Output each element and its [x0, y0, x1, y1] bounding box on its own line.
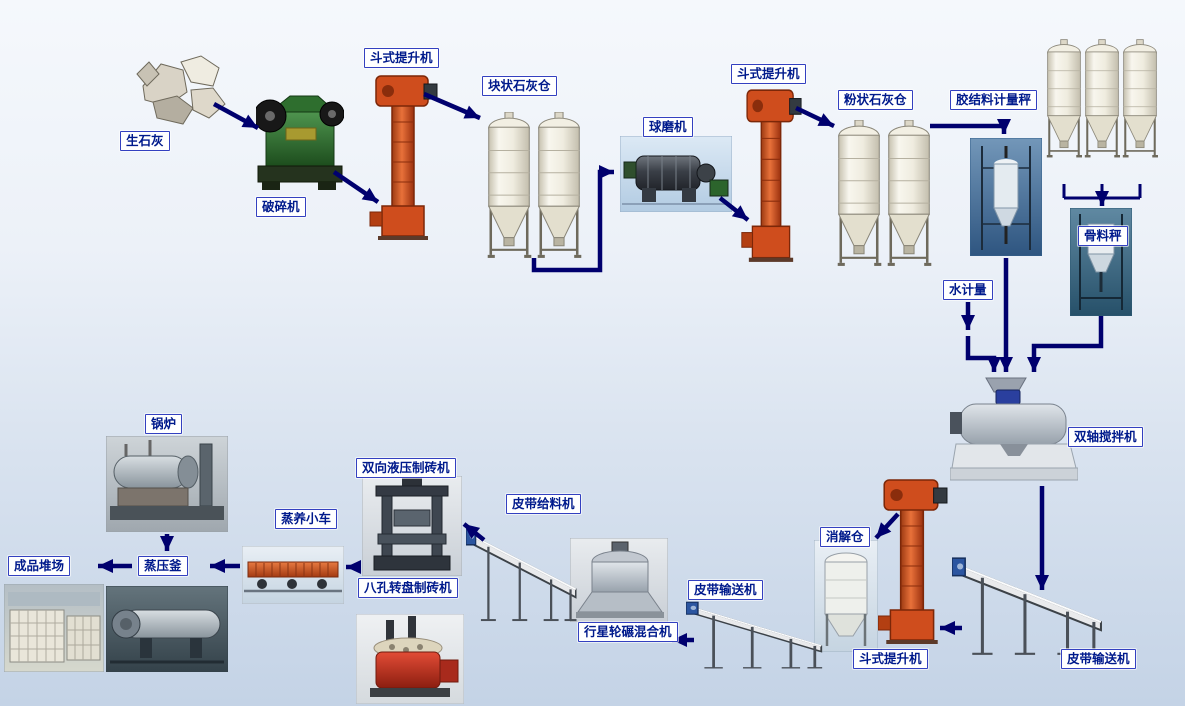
label-planetary-mixer: 行星轮碾混合机 [578, 622, 678, 642]
arrow-water-to-mixer [965, 336, 1001, 372]
autoclave [105, 585, 229, 673]
label-digestion-silo: 消解仓 [820, 527, 870, 547]
jaw-crusher [253, 86, 345, 196]
bucket-elevator-2 [740, 86, 802, 264]
label-crusher: 破碎机 [256, 197, 306, 217]
belt-feeder [466, 522, 578, 626]
belt-conveyor-right [952, 552, 1104, 660]
label-belt-conveyor-right: 皮带输送机 [1061, 649, 1136, 669]
powder-lime-silos [836, 120, 932, 272]
bucket-elevator-1 [368, 72, 438, 242]
aggregate-scale [1069, 207, 1133, 317]
belt-conveyor-middle [686, 598, 824, 672]
label-rotary-brick-machine: 八孔转盘制砖机 [358, 578, 458, 598]
steam-curing-cart [241, 545, 345, 605]
quicklime-rocks [135, 52, 230, 132]
label-bucket-elevator-2: 斗式提升机 [731, 64, 806, 84]
label-quicklime: 生石灰 [120, 131, 170, 151]
label-powder-lime-silo: 粉状石灰仓 [838, 90, 913, 110]
label-hydraulic-brick-machine: 双向液压制砖机 [356, 458, 456, 478]
label-twin-shaft-mixer: 双轴搅拌机 [1068, 427, 1143, 447]
label-bucket-elevator-1: 斗式提升机 [364, 48, 439, 68]
label-belt-conveyor-middle: 皮带输送机 [688, 580, 763, 600]
label-steam-curing-cart: 蒸养小车 [275, 509, 338, 529]
finished-product-yard [3, 583, 105, 673]
label-aggregate-scale: 骨料秤 [1078, 226, 1128, 246]
hydraulic-brick-machine [361, 475, 463, 577]
twin-shaft-mixer [949, 376, 1079, 484]
label-lump-lime-silo: 块状石灰仓 [482, 76, 557, 96]
arrow-aggregate-scale-to-mixer [1027, 316, 1104, 372]
lump-lime-silos [486, 112, 582, 264]
label-autoclave: 蒸压釜 [138, 556, 188, 576]
binder-metering-scale [969, 137, 1043, 257]
raw-material-silos [1046, 18, 1158, 186]
planetary-mixer [569, 537, 669, 623]
boiler [105, 435, 229, 533]
label-water-metering: 水计量 [943, 280, 993, 300]
label-binder-metering-scale: 胶结料计量秤 [950, 90, 1038, 110]
label-boiler: 锅炉 [145, 414, 183, 434]
label-product-yard: 成品堆场 [8, 556, 71, 576]
digestion-silo [813, 539, 879, 653]
label-ball-mill: 球磨机 [643, 117, 693, 137]
label-belt-feeder: 皮带给料机 [506, 494, 581, 514]
ball-mill [619, 135, 733, 213]
rotary-brick-machine [355, 613, 465, 705]
label-bucket-elevator-3: 斗式提升机 [853, 649, 928, 669]
bucket-elevator-3 [876, 476, 948, 646]
raw-silos-connector [1062, 184, 1142, 200]
arrow-powder-silos-to-binder-scale [930, 119, 1011, 134]
